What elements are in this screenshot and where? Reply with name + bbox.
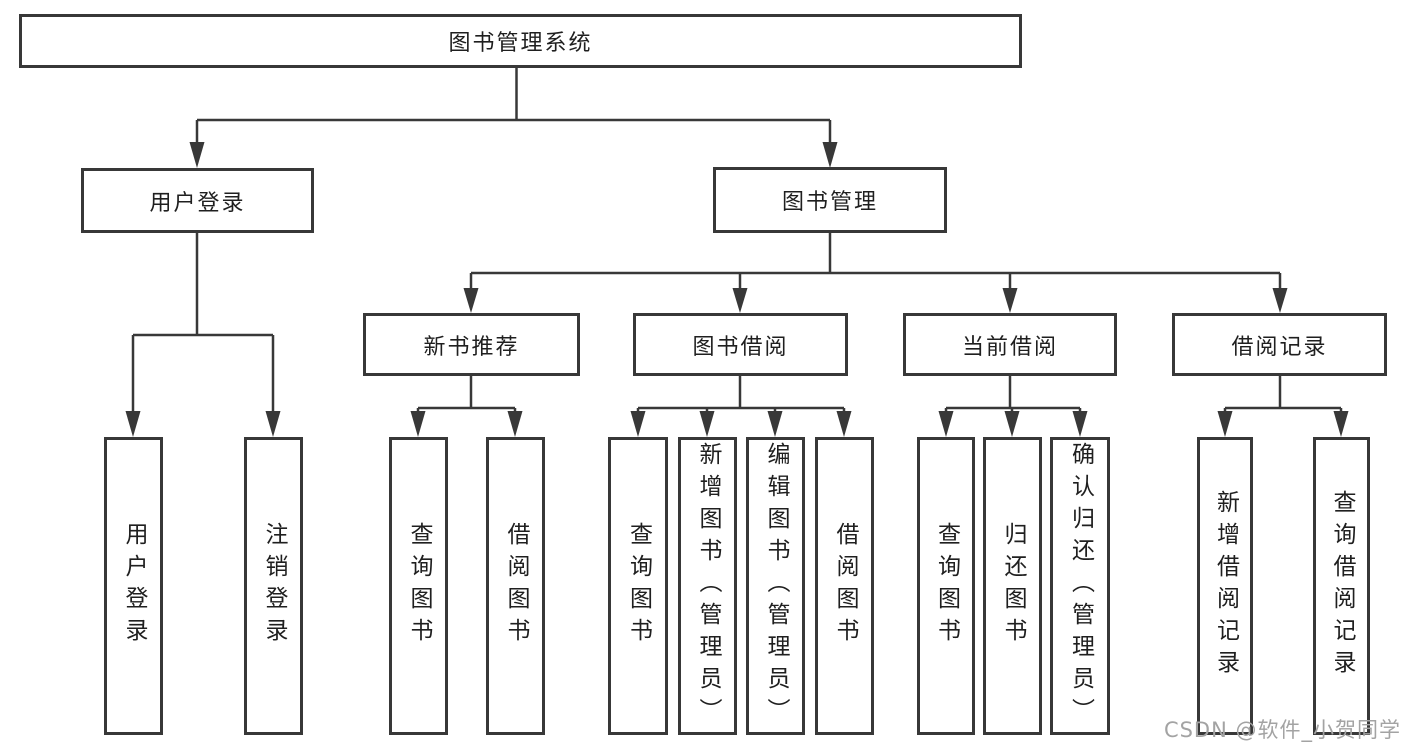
leaf-query-borrow-record: 查询借阅记录 xyxy=(1313,437,1370,735)
node-current-borrow: 当前借阅 xyxy=(903,313,1117,376)
arrowhead-icon xyxy=(1217,411,1233,437)
arrowhead-icon xyxy=(1002,288,1018,313)
leaf-query-books-borrow: 查询图书 xyxy=(608,437,668,735)
arrowhead-icon xyxy=(630,411,646,437)
csdn-watermark: CSDN @软件_小贺同学 xyxy=(1163,718,1401,742)
arrowhead-icon xyxy=(836,411,852,437)
node-root-system: 图书管理系统 xyxy=(19,14,1022,68)
leaf-borrow-books: 借阅图书 xyxy=(815,437,874,735)
leaf-add-books-admin: 新增图书（管理员） xyxy=(678,437,737,735)
arrowhead-icon xyxy=(463,288,479,313)
connector-user-login xyxy=(125,233,281,437)
leaf-query-books-current: 查询图书 xyxy=(917,437,975,735)
node-new-book-recommend: 新书推荐 xyxy=(363,313,580,376)
connector-book-borrow xyxy=(630,376,852,437)
arrowhead-icon xyxy=(1333,411,1349,437)
arrowhead-icon xyxy=(767,411,783,437)
arrowhead-icon xyxy=(822,142,838,168)
leaf-user-login: 用户登录 xyxy=(104,437,163,735)
node-book-borrow: 图书借阅 xyxy=(633,313,848,376)
arrowhead-icon xyxy=(189,142,205,168)
arrowhead-icon xyxy=(265,411,281,437)
arrowhead-icon xyxy=(1072,411,1088,437)
leaf-logout: 注销登录 xyxy=(244,437,303,735)
leaf-return-books: 归还图书 xyxy=(983,437,1042,735)
arrowhead-icon xyxy=(699,411,715,437)
connector-borrow-records xyxy=(1217,376,1349,437)
connector-new-book xyxy=(410,376,523,437)
arrowhead-icon xyxy=(938,411,954,437)
leaf-add-borrow-record: 新增借阅记录 xyxy=(1197,437,1253,735)
leaf-confirm-return-admin: 确认归还（管理员） xyxy=(1050,437,1110,735)
leaf-borrow-books-recommend: 借阅图书 xyxy=(486,437,545,735)
arrowhead-icon xyxy=(125,411,141,437)
leaf-edit-books-admin: 编辑图书（管理员） xyxy=(746,437,805,735)
arrowhead-icon xyxy=(1004,411,1020,437)
leaf-query-books-recommend: 查询图书 xyxy=(389,437,448,735)
node-borrow-records: 借阅记录 xyxy=(1172,313,1387,376)
arrowhead-icon xyxy=(507,411,523,437)
connector-book-management xyxy=(463,233,1288,313)
arrowhead-icon xyxy=(732,288,748,313)
node-user-login: 用户登录 xyxy=(81,168,314,233)
node-book-management: 图书管理 xyxy=(713,167,947,233)
arrowhead-icon xyxy=(1272,288,1288,313)
connector-root xyxy=(189,68,838,168)
arrowhead-icon xyxy=(410,411,426,437)
connector-current-borrow xyxy=(938,376,1088,437)
